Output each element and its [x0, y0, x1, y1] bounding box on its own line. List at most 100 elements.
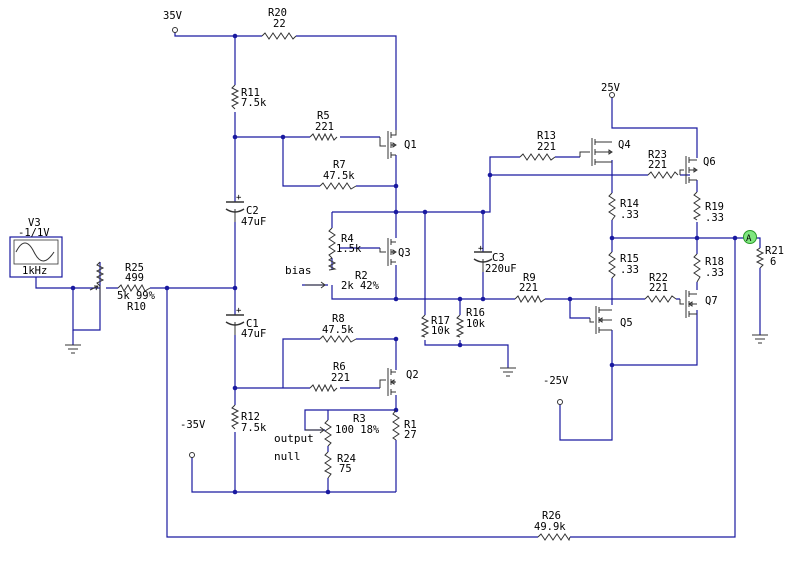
capacitors: + + +: [225, 193, 493, 335]
r6-symbol: [309, 383, 338, 393]
r4-symbol: [328, 227, 336, 259]
r3-value: 100 18%: [335, 424, 380, 436]
r6-name: R6: [333, 361, 346, 373]
c1-value: 47uF: [241, 328, 266, 340]
r5-value: 221: [315, 121, 334, 133]
svg-text:+: +: [236, 193, 242, 203]
r24-name: R24: [337, 453, 356, 465]
c2-symbol: +: [225, 193, 245, 222]
r1-symbol: [392, 409, 400, 441]
neg25-terminal: [557, 399, 563, 405]
r9-symbol: [514, 294, 546, 304]
q1-label: Q1: [404, 139, 417, 151]
r4-value: 1.5k: [336, 243, 362, 255]
r5-name: R5: [317, 110, 330, 122]
r13-name: R13: [537, 130, 556, 142]
r3-name: R3: [353, 413, 366, 425]
r12-name: R12: [241, 411, 260, 423]
r15-value: .33: [620, 264, 639, 276]
c3-symbol: +: [473, 244, 493, 272]
r8-symbol: [319, 335, 357, 343]
probe-a[interactable]: A: [743, 230, 757, 245]
pos35-terminal: [172, 27, 178, 33]
svg-text:A: A: [746, 234, 752, 244]
c2-name: C2: [246, 205, 259, 217]
r1-name: R1: [404, 419, 417, 431]
r19-symbol: [693, 191, 701, 221]
r20-symbol: [261, 32, 297, 40]
q3-label: Q3: [398, 247, 411, 259]
ground-icon: [752, 334, 768, 344]
r22-symbol: [644, 295, 677, 303]
rail-neg25v-label: -25V: [543, 375, 569, 387]
v3-name: V3: [28, 217, 41, 229]
q2-symbol: [379, 368, 396, 396]
r2-symbol: [327, 257, 337, 271]
resistors: [89, 32, 765, 542]
c3-value: 220uF: [485, 263, 517, 275]
r17-symbol: [420, 314, 430, 338]
r9-name: R9: [523, 272, 536, 284]
v3-source: [9, 236, 63, 278]
q6-symbol: [679, 156, 698, 184]
neg35-terminal: [189, 452, 195, 458]
mosfets: [379, 130, 698, 396]
q3-symbol: [379, 238, 397, 266]
r6-value: 221: [331, 372, 350, 384]
r3-symbol: [324, 419, 332, 447]
r14-symbol: [608, 192, 616, 221]
r21-value: 6: [770, 256, 776, 268]
r13-value: 221: [537, 141, 556, 153]
r10-name: R10: [127, 301, 146, 313]
sine-wave-icon: [15, 242, 55, 262]
r20-name: R20: [268, 7, 287, 19]
r11-value: 7.5k: [241, 97, 267, 109]
r8-value: 47.5k: [322, 324, 354, 336]
r18-name: R18: [705, 256, 724, 268]
q4-symbol: [579, 138, 613, 166]
r24-value: 75: [339, 463, 352, 475]
r25-value: 499: [125, 272, 144, 284]
r18-value: .33: [705, 267, 724, 279]
bias-label: bias: [285, 264, 312, 277]
ground-icon: [65, 344, 81, 354]
r23-name: R23: [648, 149, 667, 161]
r14-value: .33: [620, 209, 639, 221]
q1-symbol: [379, 130, 397, 159]
r22-name: R22: [649, 272, 668, 284]
c3-name: C3: [492, 252, 505, 264]
r11-symbol: [230, 84, 240, 110]
r15-name: R15: [620, 253, 639, 265]
q5-symbol: [589, 306, 612, 334]
r18-symbol: [693, 253, 701, 283]
output-label: output: [274, 432, 314, 445]
r16-symbol: [455, 314, 465, 338]
r22-value: 221: [649, 282, 668, 294]
terminals: [172, 27, 615, 458]
r13-symbol: [519, 153, 556, 161]
c1-name: C1: [246, 318, 259, 330]
r11-name: R11: [241, 87, 260, 99]
r16-value: 10k: [466, 318, 486, 330]
q5-label: Q5: [620, 317, 633, 329]
c2-value: 47uF: [241, 216, 266, 228]
rail-neg35v-label: -35V: [180, 419, 206, 431]
r7-symbol: [319, 182, 357, 190]
r17-value: 10k: [431, 325, 451, 337]
r26-symbol: [537, 533, 571, 542]
q6-label: Q6: [703, 156, 716, 168]
c1-symbol: +: [225, 306, 245, 335]
r19-name: R19: [705, 201, 724, 213]
v3-amplitude: -1/1V: [18, 227, 50, 239]
junction-dots: [70, 33, 738, 495]
r15-symbol: [608, 251, 616, 279]
q7-symbol: [679, 290, 697, 318]
q4-label: Q4: [618, 139, 631, 151]
r23-value: 221: [648, 159, 667, 171]
r25-symbol: [117, 284, 151, 292]
r2-name: R2: [355, 270, 368, 282]
svg-text:+: +: [478, 244, 484, 254]
r2-value: 2k 42%: [341, 280, 380, 292]
